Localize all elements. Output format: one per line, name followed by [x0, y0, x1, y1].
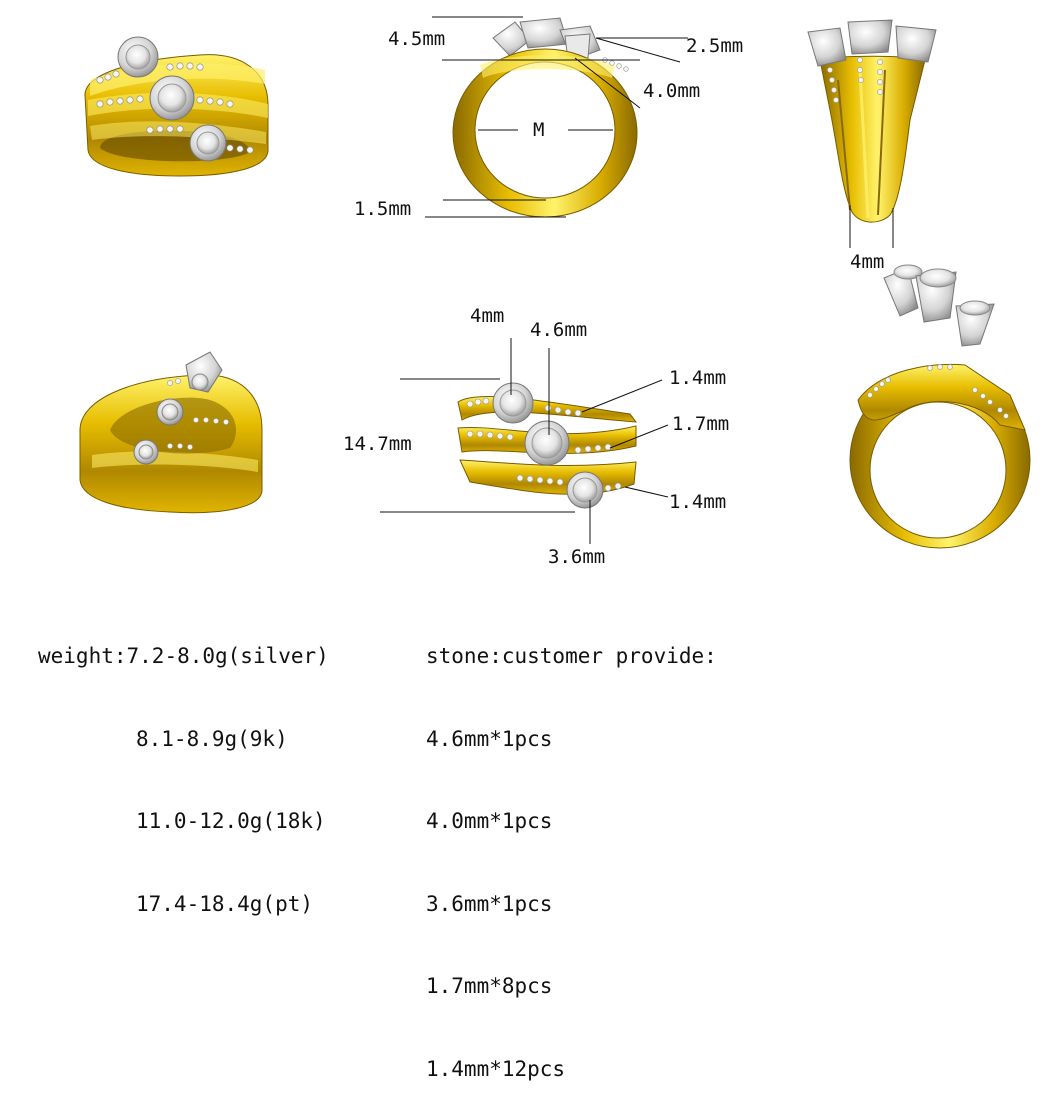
dim-top-stone: 4mm	[470, 305, 504, 327]
stone-line: 4.0mm*1pcs	[426, 809, 553, 833]
dim-band-width: 4mm	[850, 251, 884, 273]
dim-top-pave: 1.4mm	[669, 367, 726, 389]
front-dimension-lines	[380, 338, 669, 544]
side-dimension-lines	[425, 16, 688, 218]
front-pave	[466, 397, 622, 492]
end-inner	[869, 401, 1007, 539]
center-gem-bottom	[189, 124, 227, 162]
front-gem-bottom	[566, 471, 604, 509]
angled-settings	[133, 351, 223, 465]
angled-inner-opening	[110, 397, 236, 454]
dim-center-stone: 4.6mm	[530, 319, 587, 341]
profile-top-band	[480, 55, 615, 78]
weight-line: 11.0-12.0g(18k)	[136, 809, 326, 833]
front-gem-top	[492, 382, 534, 424]
end-top-bands	[857, 363, 1026, 431]
dim-bottom-pave: 1.4mm	[669, 491, 726, 513]
ring-front-view: 4mm 4.6mm 1.4mm 1.7mm 14.7mm 1.4mm 3.6mm	[343, 305, 729, 568]
weight-line: 7.2-8.0g(silver)	[126, 644, 329, 668]
profile-pave	[602, 57, 629, 72]
dim-inner-size: M	[533, 119, 544, 141]
dim-band-thickness: 1.5mm	[354, 198, 411, 220]
dim-bottom-stone: 3.6mm	[548, 546, 605, 568]
weight-line: 8.1-8.9g(9k)	[136, 726, 288, 751]
center-gem-middle	[149, 75, 195, 121]
stone-label: stone:customer provide:	[426, 644, 717, 668]
dim-middle-pave: 1.7mm	[672, 413, 729, 435]
back-pave	[827, 57, 883, 103]
ring-back-view: 4mm	[807, 19, 995, 347]
weight-label: weight:	[38, 644, 127, 668]
front-gem-center	[524, 420, 570, 466]
weight-spec: weight:7.2-8.0g(silver) 8.1-8.9g(9k) 11.…	[38, 588, 329, 946]
ring-angled-view	[79, 351, 263, 514]
dim-total-height: 14.7mm	[343, 433, 412, 455]
angled-pave	[167, 378, 229, 450]
stone-line: 4.6mm*1pcs	[426, 726, 553, 751]
ring-side-profile-view: 4.5mm 2.5mm 4.0mm M 1.5mm	[354, 16, 743, 220]
ring-end-view	[849, 363, 1031, 549]
stone-spec: stone:customer provide: 4.6mm*1pcs 4.0mm…	[426, 588, 717, 1111]
end-pave	[867, 364, 1009, 419]
dim-setting-width: 2.5mm	[686, 35, 743, 57]
back-settings	[807, 19, 937, 67]
center-gem-top	[117, 36, 159, 78]
back-dimension-lines	[849, 205, 894, 248]
back-shank	[819, 55, 926, 223]
stone-line: 1.4mm*12pcs	[426, 1056, 566, 1081]
weight-line: 17.4-18.4g(pt)	[136, 891, 314, 916]
stone-line: 3.6mm*1pcs	[426, 891, 553, 916]
ring-perspective-view	[84, 36, 269, 177]
dim-top-width: 4.5mm	[388, 28, 445, 50]
loose-bezel-settings	[883, 264, 995, 347]
ring-technical-drawing: 4.5mm 2.5mm 4.0mm M 1.5mm 4mm	[79, 16, 1031, 568]
dim-stone-height: 4.0mm	[643, 80, 700, 102]
pave-stones	[96, 62, 254, 154]
stone-line: 1.7mm*8pcs	[426, 974, 553, 998]
